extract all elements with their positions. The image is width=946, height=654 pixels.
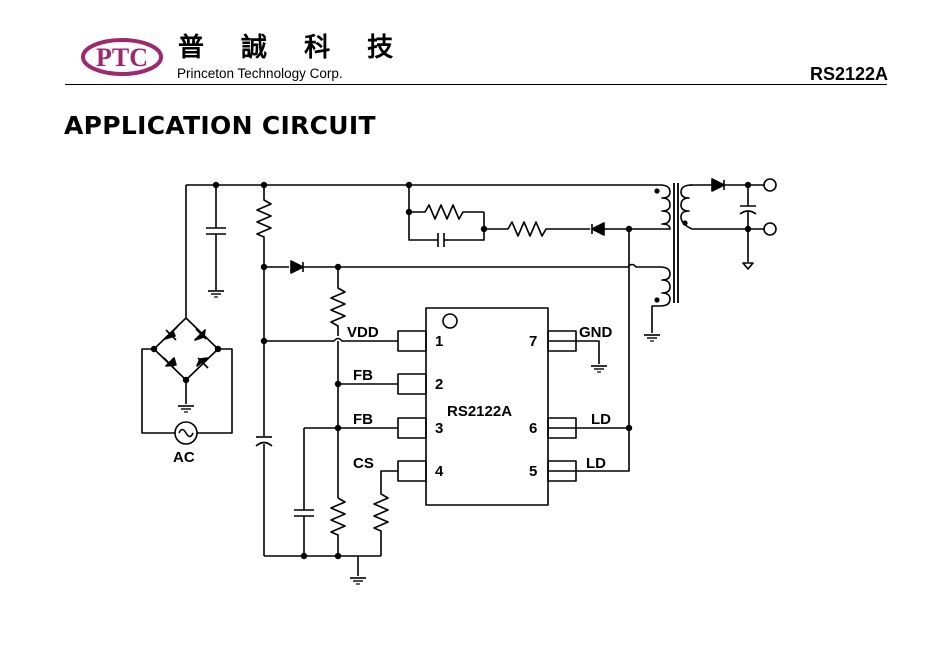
snubber-diode [591, 222, 605, 236]
snubber-left [408, 185, 485, 241]
pin-2 [397, 373, 427, 395]
startup-resistor [256, 185, 272, 267]
pin-label-fb1: FB [353, 367, 373, 384]
pin-5 [547, 460, 577, 482]
pin-number-5: 5 [529, 463, 537, 480]
company-name-cjk: 普 誠 科 技 [178, 33, 408, 63]
bulk-capacitor [206, 185, 226, 298]
pin-4 [397, 460, 427, 482]
pin-label-ld5: LD [586, 455, 606, 472]
junction-dots [150, 181, 752, 560]
pin-7 [547, 330, 577, 352]
fb-capacitor [294, 509, 314, 517]
transformer [643, 183, 693, 342]
output-ground [742, 262, 754, 270]
snubber-capacitor [437, 233, 445, 247]
wire-gnd-pin [548, 340, 600, 364]
pin-label-vdd: VDD [347, 324, 379, 341]
ac-source-icon [174, 421, 198, 445]
page-header: PTC 普 誠 科 技 Princeton Technology Corp. R… [0, 0, 946, 100]
pin-label-cs: CS [353, 455, 374, 472]
aux-diode [290, 260, 304, 274]
pin-number-6: 6 [529, 420, 537, 437]
ptc-logo-icon: PTC [81, 38, 163, 76]
wire-secondary [690, 184, 764, 230]
output-diode [711, 178, 725, 192]
pin-label-gnd: GND [579, 324, 613, 341]
pin-number-4: 4 [435, 463, 444, 480]
pin-label-fb2: FB [353, 411, 373, 428]
part-number: RS2122A [809, 64, 888, 84]
bridge-rectifier [141, 317, 233, 434]
wire-ld [548, 229, 630, 472]
vdd-capacitor [255, 436, 273, 447]
pin-number-3: 3 [435, 420, 443, 437]
output-capacitor [739, 185, 757, 262]
pin-label-ld6: LD [591, 411, 611, 428]
header-divider [65, 84, 887, 85]
section-title: APPLICATION CIRCUIT [64, 111, 376, 140]
pin1-marker [442, 313, 458, 329]
pin-number-2: 2 [435, 376, 443, 393]
pin-number-7: 7 [529, 333, 537, 350]
cs-resistor [373, 470, 398, 556]
pin-1 [397, 330, 427, 352]
fb-bottom-resistor [330, 497, 346, 556]
chip-name: RS2122A [447, 403, 512, 420]
pin-number-1: 1 [435, 333, 443, 350]
logo-text: PTC [96, 43, 148, 72]
ac-label: AC [173, 449, 195, 466]
company-name: Princeton Technology Corp. [177, 66, 343, 81]
output-terminal-negative [763, 222, 777, 236]
wire-vdd-pin [264, 337, 398, 342]
pin-3 [397, 417, 427, 439]
vdd-series-resistor [330, 267, 346, 336]
pin-6 [547, 417, 577, 439]
ic-body [425, 307, 549, 506]
wire-aux [264, 263, 660, 268]
snubber-series [484, 221, 660, 237]
snubber-resistor [409, 204, 484, 220]
output-terminal-positive [763, 178, 777, 192]
